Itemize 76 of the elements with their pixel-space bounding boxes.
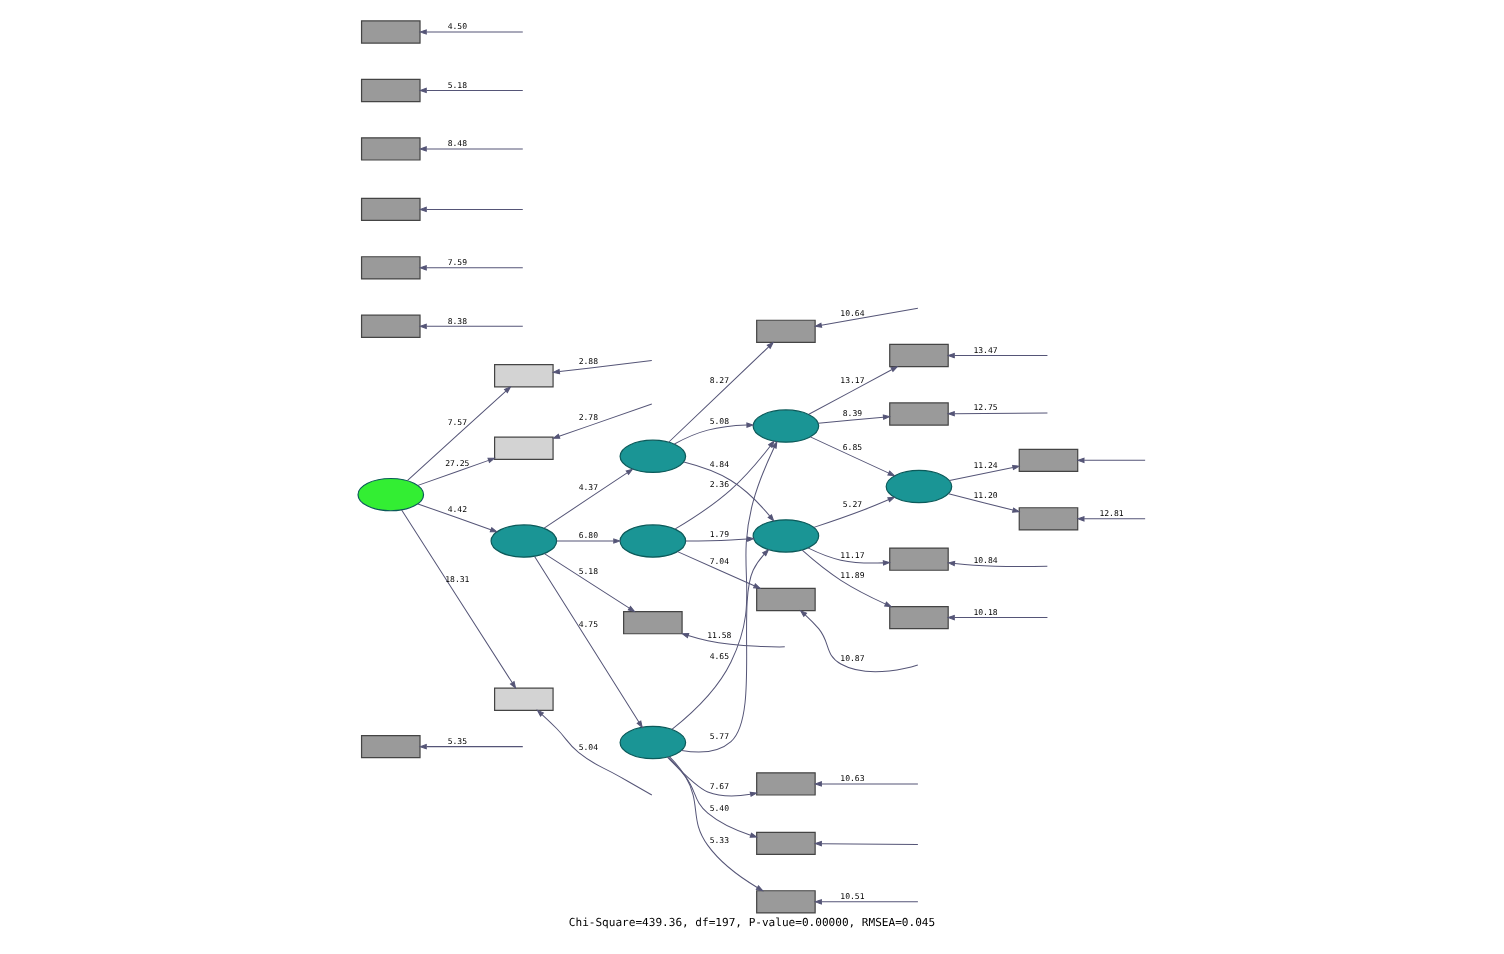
arrow <box>417 503 499 533</box>
arrow <box>534 556 644 729</box>
node-box <box>889 343 949 368</box>
arrow <box>666 756 759 798</box>
arrow <box>418 323 524 330</box>
arrow <box>1076 457 1146 464</box>
arrow <box>680 633 786 648</box>
arrow <box>418 87 524 94</box>
arrow <box>671 440 778 730</box>
node-box <box>756 587 816 612</box>
arrow <box>946 614 1048 621</box>
node-box <box>889 547 949 571</box>
arrow <box>807 547 891 566</box>
arrow <box>1076 516 1146 522</box>
arrow <box>556 538 622 544</box>
arrow <box>813 496 896 528</box>
arrow <box>551 360 653 375</box>
node-ellipse <box>619 725 687 760</box>
arrow <box>801 549 893 608</box>
node-box <box>889 605 949 630</box>
arrow <box>683 461 775 522</box>
arrow <box>669 756 764 892</box>
arrow <box>418 146 524 152</box>
arrow <box>946 410 1048 417</box>
arrow <box>543 468 634 529</box>
node-box <box>360 20 421 44</box>
node-box <box>494 364 554 388</box>
arrow <box>677 551 762 589</box>
arrow <box>536 709 653 796</box>
node-box <box>360 137 421 161</box>
node-box <box>360 256 421 280</box>
node-box <box>756 890 816 914</box>
arrow <box>673 422 755 445</box>
arrow <box>685 536 756 542</box>
arrow <box>668 341 775 443</box>
node-box <box>494 436 554 460</box>
node-box <box>756 772 816 796</box>
node-ellipse <box>619 524 687 558</box>
node-box <box>1018 448 1079 473</box>
node-box <box>1018 507 1079 531</box>
arrow <box>401 509 517 690</box>
node-ellipse <box>752 519 820 553</box>
arrow <box>543 553 636 613</box>
node-box <box>360 197 421 222</box>
arrow <box>813 840 919 847</box>
arrow <box>799 609 919 673</box>
node-box <box>360 734 421 759</box>
node-ellipse <box>357 477 425 512</box>
arrow <box>418 743 524 750</box>
node-box <box>360 78 421 103</box>
arrow <box>808 365 899 415</box>
node-box <box>756 831 816 856</box>
node-ellipse <box>752 409 820 443</box>
arrow <box>418 206 524 213</box>
arrow <box>418 265 524 271</box>
node-box <box>756 319 816 344</box>
arrow <box>948 493 1021 513</box>
arrow <box>813 781 919 787</box>
node-box <box>494 687 554 711</box>
arrow <box>417 457 496 486</box>
arrow <box>817 414 892 424</box>
arrow <box>418 29 524 35</box>
arrow <box>809 436 896 477</box>
arrow <box>949 464 1021 481</box>
node-box <box>623 610 683 635</box>
arrow <box>946 560 1048 567</box>
node-box <box>889 402 949 426</box>
node-box <box>360 314 421 338</box>
arrow <box>551 403 653 439</box>
arrow <box>946 352 1048 359</box>
arrow <box>667 756 759 838</box>
arrow <box>674 440 775 530</box>
arrow <box>813 307 919 328</box>
arrow <box>406 385 512 482</box>
arrow <box>813 899 919 905</box>
arrow <box>681 548 770 753</box>
